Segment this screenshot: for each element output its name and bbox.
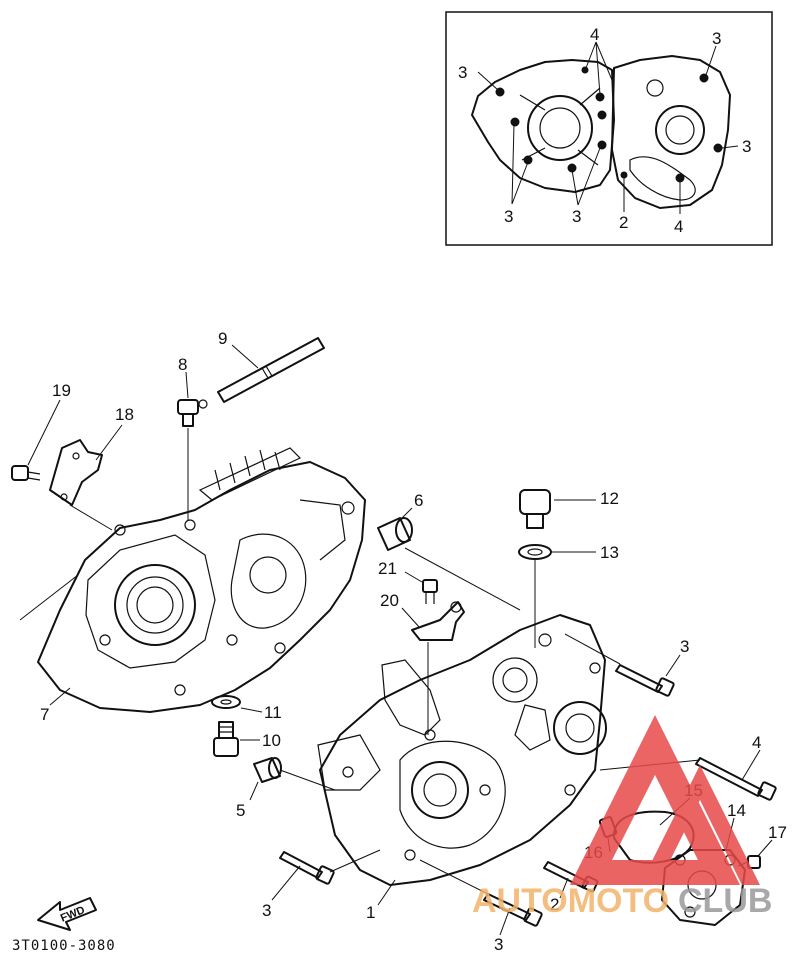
- inset-label-3-bottom-left: 3: [504, 207, 513, 226]
- label-part-13: 13: [600, 543, 619, 562]
- bolt-part-3-lower-left: [271, 849, 381, 901]
- label-part-11: 11: [264, 703, 282, 722]
- bolt-part-3-upper-right: [564, 633, 681, 697]
- bracket-part-18: [19, 424, 123, 621]
- leader-part-1: [377, 879, 396, 906]
- bushing-part-6: [377, 507, 521, 611]
- label-part-17: 17: [768, 823, 787, 842]
- crankcase-right-part-1: [317, 614, 607, 886]
- watermark-triangle-icon: [570, 715, 740, 885]
- label-part-9: 9: [218, 329, 227, 348]
- label-part-20: 20: [380, 591, 399, 610]
- label-part-1: 1: [366, 903, 375, 922]
- diagram-code: 3T0100-3080: [12, 938, 116, 954]
- bolt-part-19: [11, 399, 61, 481]
- label-part-21: 21: [378, 559, 397, 578]
- watermark-logo: AUTOMOTO CLUB: [472, 715, 772, 920]
- forward-arrow-icon: FWD: [37, 897, 97, 931]
- watermark-triangle-inner-icon: [640, 765, 760, 885]
- inset-label-2: 2: [619, 213, 628, 232]
- label-part-14: 14: [727, 801, 746, 820]
- label-part-10: 10: [262, 731, 281, 750]
- inset-panel: 3 4 3 3 3 3 2 4: [445, 11, 773, 246]
- bolt-part-21: [404, 571, 438, 604]
- label-part-8: 8: [178, 355, 187, 374]
- washer-part-11: [211, 695, 263, 713]
- watermark-text-left: AUTOMOTO: [472, 882, 669, 920]
- label-part-3-bottom: 3: [494, 935, 503, 954]
- inset-label-3-left: 3: [458, 63, 467, 82]
- label-part-3-lower-left: 3: [262, 901, 271, 920]
- crankcase-left-part-7: [37, 447, 366, 713]
- label-part-19: 19: [52, 381, 71, 400]
- fitting-part-8: [177, 371, 208, 520]
- label-part-7: 7: [40, 705, 49, 724]
- label-part-2: 2: [550, 895, 559, 914]
- plug-part-12: [519, 489, 596, 529]
- leader-part-7: [49, 687, 71, 706]
- bolt-part-3-bottom: [419, 859, 543, 936]
- forward-label: FWD: [59, 904, 87, 925]
- label-part-18: 18: [115, 405, 134, 424]
- pipe-part-9: [217, 337, 325, 403]
- inset-label-3-bottom-mid: 3: [572, 207, 581, 226]
- watermark-text-right: CLUB: [678, 882, 772, 920]
- bushing-part-5: [249, 757, 336, 801]
- label-part-5: 5: [236, 801, 245, 820]
- inset-label-4-top: 4: [590, 25, 599, 44]
- inset-label-4-bottom: 4: [674, 217, 683, 236]
- washer-part-13: [518, 544, 596, 648]
- inset-label-3-right: 3: [742, 137, 751, 156]
- guide-part-20: [401, 601, 465, 735]
- inset-crankcase-drawing: [471, 41, 739, 214]
- inset-label-3-top-right: 3: [712, 29, 721, 48]
- label-part-4: 4: [752, 733, 761, 752]
- label-part-12: 12: [600, 489, 619, 508]
- label-part-6: 6: [414, 491, 423, 510]
- drain-bolt-part-10: [213, 721, 260, 757]
- label-part-3-upper-right: 3: [680, 637, 689, 656]
